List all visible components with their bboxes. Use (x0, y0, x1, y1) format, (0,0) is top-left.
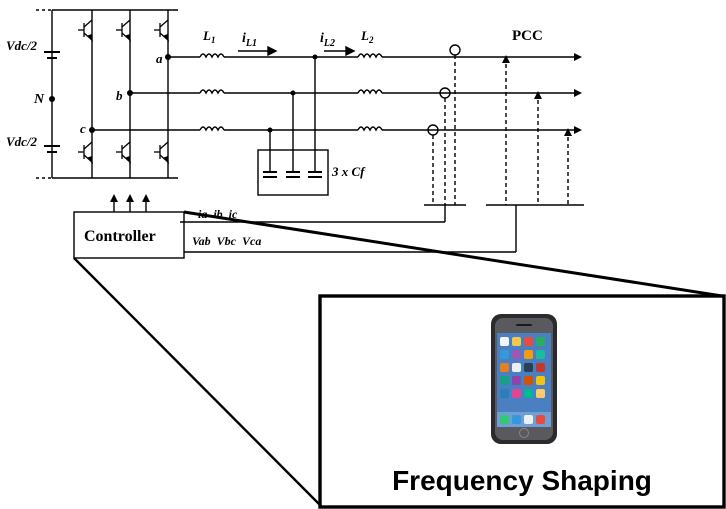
frequency-shaping-title: Frequency Shaping (392, 465, 652, 496)
current-il1-label: iL1 (242, 31, 257, 49)
node-a-label: a (156, 51, 163, 66)
vdc-bottom-label: Vdc/2 (6, 134, 38, 149)
controller-box (73, 211, 185, 259)
frequency-shaping-box (318, 294, 726, 509)
pcc-label: PCC (512, 28, 543, 44)
smartphone-icon (491, 314, 557, 444)
inductor-l1-label: L1 (202, 28, 215, 45)
node-c-label: c (80, 121, 86, 136)
vdc-top-label: Vdc/2 (6, 38, 38, 53)
inductor-l2-label: L2 (360, 28, 374, 45)
igbt-switches (78, 19, 170, 164)
controller-label: Controller (84, 228, 156, 245)
node-b-label: b (116, 88, 123, 103)
filter-capacitor-label: 3 x Cf (331, 164, 366, 179)
current-feedback-label: ia ib ic (198, 207, 238, 221)
neutral-label: N (33, 92, 45, 107)
voltage-feedback-label: Vab Vbc Vca (192, 234, 261, 248)
current-il2-label: iL2 (320, 31, 335, 49)
